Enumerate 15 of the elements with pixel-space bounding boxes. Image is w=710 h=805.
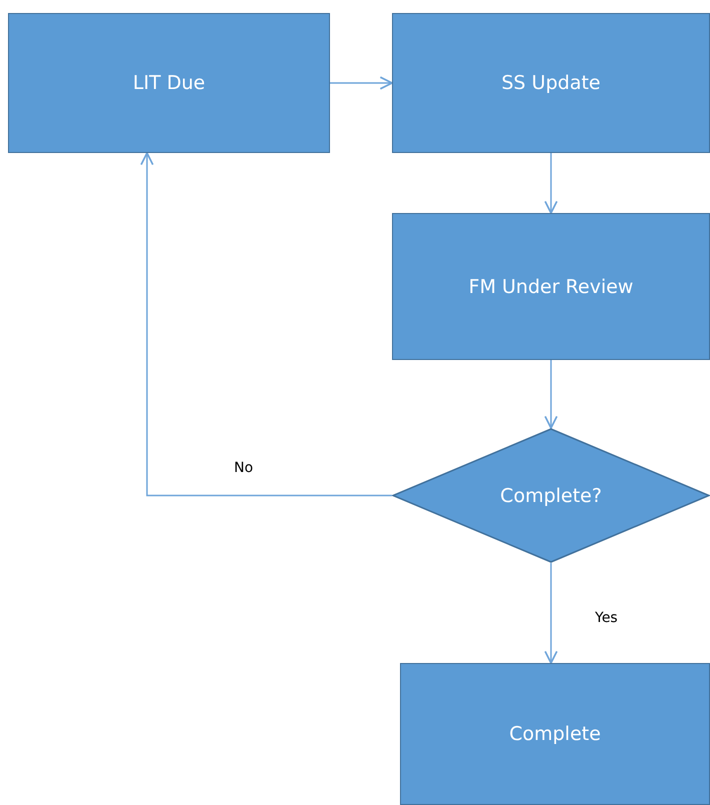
process-box [400, 663, 710, 805]
decision-diamond [392, 428, 710, 563]
node-label: Complete [509, 723, 601, 745]
node-label: Complete? [500, 484, 602, 506]
process-box [392, 213, 710, 360]
node-label: LIT Due [132, 72, 206, 94]
arrow [544, 360, 558, 429]
process-box [392, 13, 710, 153]
node-label: SS Update [502, 72, 600, 94]
arrow [544, 153, 558, 214]
arrow [544, 563, 558, 664]
arrow [140, 152, 392, 496]
arrow [330, 76, 393, 90]
node-label: FM Under Review [468, 276, 634, 298]
process-box [8, 13, 330, 153]
